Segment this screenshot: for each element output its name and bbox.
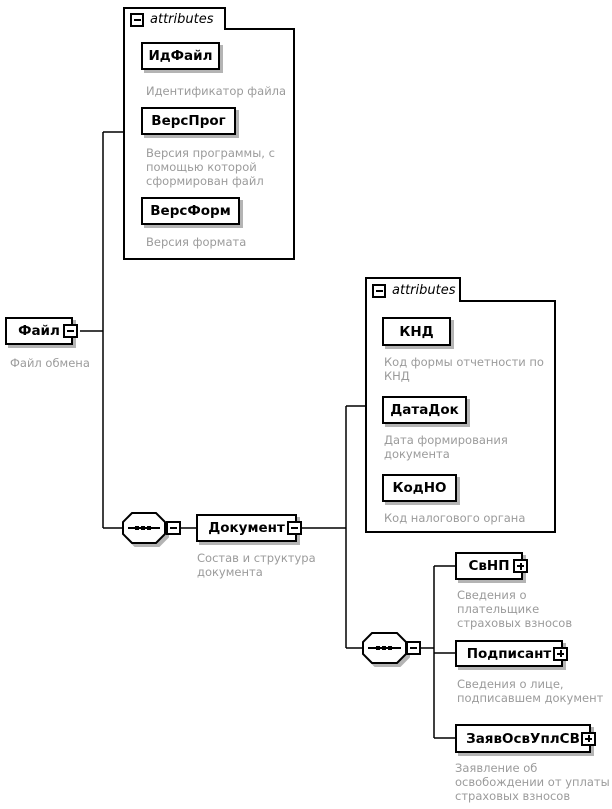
expand-toggle[interactable] (513, 559, 528, 573)
attribute-annotation: Идентификатор файла (146, 84, 287, 98)
attribute-box-datadok[interactable]: ДатаДок (382, 396, 467, 424)
element-label: Документ (208, 520, 285, 536)
attribute-label: ДатаДок (390, 402, 459, 418)
element-annotation: Файл обмена (10, 356, 90, 370)
collapse-toggle[interactable] (406, 641, 421, 655)
attribute-annotation: Дата формирования документа (384, 433, 508, 461)
attribute-label: ВерсФорм (150, 203, 231, 219)
expand-toggle[interactable] (553, 646, 568, 661)
element-annotation: Заявление об освобождении от уплаты стра… (455, 761, 610, 803)
minus-icon (375, 289, 383, 292)
attribute-box-versprog[interactable]: ВерсПрог (141, 107, 236, 135)
document-attributes-group-header: attributes (365, 277, 461, 302)
element-box-svnp[interactable]: СвНП (455, 552, 528, 580)
attribute-label: ВерсПрог (151, 113, 226, 129)
minus-icon (291, 527, 298, 529)
sequence-icon (122, 512, 166, 544)
collapse-toggle[interactable] (130, 12, 144, 27)
attribute-annotation: Код формы отчетности по КНД (384, 355, 544, 383)
attribute-label: КНД (399, 323, 434, 340)
attribute-label: КодНО (392, 480, 447, 496)
element-label: СвНП (468, 558, 510, 574)
attribute-box-knd[interactable]: КНД (382, 317, 451, 346)
attribute-box-versform[interactable]: ВерсФорм (141, 197, 240, 225)
sequence-indicator[interactable] (362, 632, 407, 664)
attribute-box-idfile[interactable]: ИдФайл (141, 42, 220, 70)
attribute-label: ИдФайл (148, 48, 213, 64)
minus-icon (133, 18, 141, 21)
element-annotation: Состав и структура документа (197, 551, 316, 579)
element-annotation: Сведения о плательщике страховых взносов (457, 588, 573, 630)
collapse-toggle[interactable] (63, 324, 78, 338)
element-label: ЗаявОсвУплСВ (466, 730, 580, 747)
element-box-podpisant[interactable]: Подписант (455, 640, 568, 667)
attribute-annotation: Версия формата (146, 235, 247, 249)
element-box-file[interactable]: Файл (5, 317, 78, 345)
group-header-label: attributes (392, 283, 456, 298)
collapse-toggle[interactable] (166, 521, 181, 535)
file-attributes-group-header: attributes (123, 7, 226, 30)
attribute-box-kodno[interactable]: КодНО (382, 474, 457, 502)
sequence-icon (362, 632, 407, 664)
attribute-annotation: Код налогового органа (384, 511, 526, 525)
minus-icon (170, 527, 177, 529)
element-box-document[interactable]: Документ (196, 514, 302, 542)
minus-icon (67, 330, 74, 332)
minus-icon (410, 647, 417, 649)
element-annotation: Сведения о лице, подписавшем документ (457, 677, 604, 705)
element-label: Подписант (466, 645, 552, 662)
element-box-zayavosvuplsv[interactable]: ЗаявОсвУплСВ (455, 724, 596, 753)
collapse-toggle[interactable] (287, 521, 302, 535)
attribute-annotation: Версия программы, с помощью которой сфор… (146, 146, 275, 188)
element-label: Файл (18, 323, 60, 339)
collapse-toggle[interactable] (372, 283, 386, 298)
expand-toggle[interactable] (581, 731, 596, 746)
group-header-label: attributes (150, 12, 214, 27)
sequence-indicator[interactable] (122, 512, 166, 544)
